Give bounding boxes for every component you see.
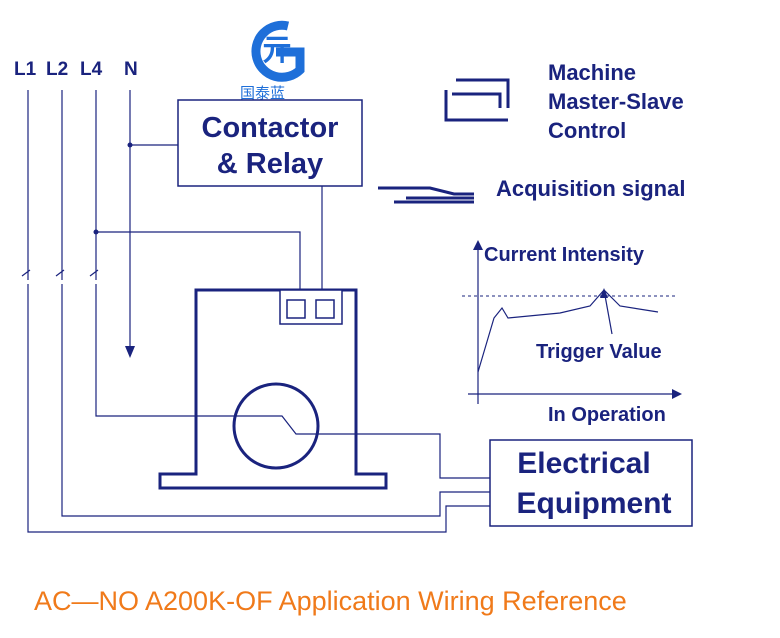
legend-machine-line2: Master-Slave: [548, 89, 684, 114]
wire-l2: [55, 90, 490, 517]
legend-acquisition: Acquisition signal: [496, 176, 685, 201]
company-logo: 亓 国泰蓝: [240, 20, 305, 102]
svg-text:亓: 亓: [262, 34, 292, 67]
acquisition-signal-icon: [378, 186, 474, 204]
current-sensor-device: [158, 288, 490, 490]
logo-text: 国泰蓝: [240, 84, 285, 102]
legend-machine-line1: Machine: [548, 60, 636, 85]
graph-title: Current Intensity: [484, 244, 645, 266]
wire-l1: [21, 90, 490, 533]
wire-n: [125, 90, 178, 358]
graph-xlabel: In Operation: [548, 404, 666, 426]
line-l2-label: L2: [46, 59, 68, 80]
legend-machine-line3: Control: [548, 118, 626, 143]
graph-trigger-label: Trigger Value: [536, 341, 662, 363]
equipment-label-1: Electrical: [517, 447, 650, 480]
current-curve: [477, 289, 659, 373]
contactor-relay-box: Contactor & Relay: [177, 99, 363, 187]
current-intensity-graph: Current Intensity Trigger Value In Opera…: [462, 240, 682, 426]
electrical-equipment-box: Electrical Equipment: [489, 439, 693, 527]
contactor-label-2: & Relay: [217, 148, 323, 180]
wire-l4: [89, 90, 301, 417]
contactor-label-1: Contactor: [202, 112, 339, 144]
line-l1-label: L1: [14, 59, 37, 80]
equipment-label-2: Equipment: [517, 487, 672, 520]
line-n-label: N: [124, 59, 138, 80]
master-slave-symbol-icon: [444, 78, 510, 122]
line-l4-label: L4: [80, 59, 103, 80]
diagram-caption: AC—NO A200K-OF Application Wiring Refere…: [34, 586, 627, 616]
